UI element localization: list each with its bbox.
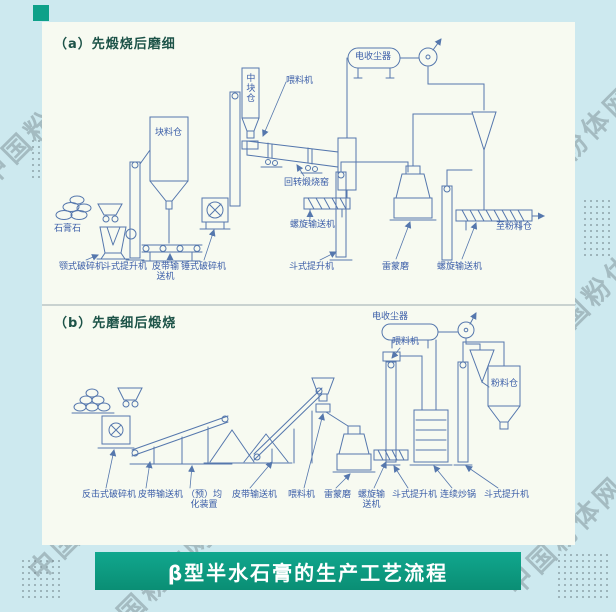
screw-conveyor-2-a (455, 209, 545, 231)
label-belt-conveyor-1-b: 皮带输送机 (138, 490, 184, 500)
halftone-dots (582, 198, 612, 256)
belt-conveyor-a (141, 244, 203, 262)
screw-conveyor-b (373, 449, 409, 461)
diagram-panel: （a）先煅烧后磨细 中块仓 喂料机 电收尘器 块料仓 回转煅烧窑 石膏石 螺旋输… (42, 22, 575, 545)
label-bucket-elevator-2-a: 斗式提升机 (289, 262, 335, 272)
label-belt-conveyor-a: 皮带输 送机 (152, 262, 180, 283)
leader-arrows-a (85, 81, 478, 261)
kiln-hood-a (337, 57, 357, 199)
halftone-dots (20, 558, 64, 600)
label-homogenizer-b: （预）均 化装置 (186, 490, 223, 511)
hopper-b (311, 377, 349, 427)
label-screw-conveyor-1-a: 螺旋输送机 (290, 220, 336, 230)
label-gypsum-stone-a: 石膏石 (54, 224, 82, 234)
section-a-heading: （a）先煅烧后磨细 (54, 37, 176, 52)
label-block-bin-a: 块料仓 (155, 128, 183, 138)
label-rotary-kiln-a: 回转煅烧窑 (284, 178, 330, 188)
label-raymond-mill-b: 雷蒙磨 (324, 490, 352, 500)
jaw-crusher-a (96, 226, 137, 260)
label-impact-crusher-b: 反击式破碎机 (82, 490, 137, 500)
label-belt-conveyor-2-b: 皮带输送机 (232, 490, 278, 500)
fan-a (399, 38, 442, 67)
fan-b (457, 312, 481, 351)
cyclone-a (471, 111, 497, 211)
section-b-heading: （b）先磨细后煅烧 (54, 316, 177, 331)
dust-collector-b (381, 323, 459, 349)
raymond-mill-b (332, 425, 376, 473)
feed-cart-b (117, 387, 143, 408)
label-dust-collector-a: 电收尘器 (355, 52, 392, 62)
bucket-elevator-2-a (229, 91, 241, 207)
stockpiles-b (203, 429, 293, 464)
label-bucket-elevator-1-b: 斗式提升机 (392, 490, 438, 500)
block-bin-a (149, 116, 189, 244)
mill-pipes-a (412, 66, 485, 167)
leader-arrows-b (105, 347, 499, 489)
powder-bin-b (487, 365, 521, 430)
label-feeder-top-b: 喂料机 (392, 337, 420, 347)
label-feeder-a: 喂料机 (286, 76, 314, 86)
gypsum-stones-a (55, 195, 92, 220)
belt-conveyor-2-b (253, 387, 323, 464)
label-hammer-crusher-a: 锤式破碎机 (181, 262, 227, 272)
caption-text: β型半水石膏的生产工艺流程 (167, 560, 449, 585)
hammer-crusher-a (199, 197, 231, 230)
label-screw-conveyor-2-a: 螺旋输送机 (437, 262, 483, 272)
label-continuous-kettle-b: 连续炒锅 (440, 490, 477, 500)
bucket-elevator-3-a (329, 161, 409, 261)
screw-conveyor-1-a (303, 197, 351, 218)
bucket-elevator-1-a (125, 118, 151, 261)
continuous-kettle-b (399, 339, 453, 466)
corner-accent-square (33, 5, 49, 21)
flow-diagram-artwork (42, 38, 575, 489)
label-raymond-mill-a: 雷蒙磨 (382, 262, 410, 272)
label-bucket-elevator-2-b: 斗式提升机 (484, 490, 530, 500)
bucket-elevator-2-b (453, 341, 505, 466)
caption-bar: β型半水石膏的生产工艺流程 (95, 552, 521, 590)
label-bucket-elevator-1-a: 斗式提升机 (102, 262, 148, 272)
stone-pile-b (71, 388, 115, 414)
label-dust-collector-b: 电收尘器 (372, 312, 409, 322)
bucket-elevator-1-b (381, 351, 401, 466)
halftone-dots (556, 552, 608, 600)
label-to-powder-bin-a: 至粉料仓 (496, 222, 533, 232)
label-medium-bin-a: 中块仓 (244, 73, 255, 103)
raymond-mill-a (389, 165, 437, 221)
label-screw-conveyor-b: 螺旋输 送机 (358, 490, 386, 511)
impact-crusher-b (97, 415, 135, 449)
feed-cart-a (97, 203, 123, 223)
bucket-elevator-4-a (441, 169, 473, 261)
belt-conveyor-1-b (129, 415, 233, 465)
label-powder-bin-b: 粉料仓 (491, 379, 519, 389)
label-jaw-crusher-a: 颚式破碎机 (59, 262, 105, 272)
rotary-kiln-a (246, 140, 339, 174)
label-feeder-bottom-b: 喂料机 (288, 490, 316, 500)
